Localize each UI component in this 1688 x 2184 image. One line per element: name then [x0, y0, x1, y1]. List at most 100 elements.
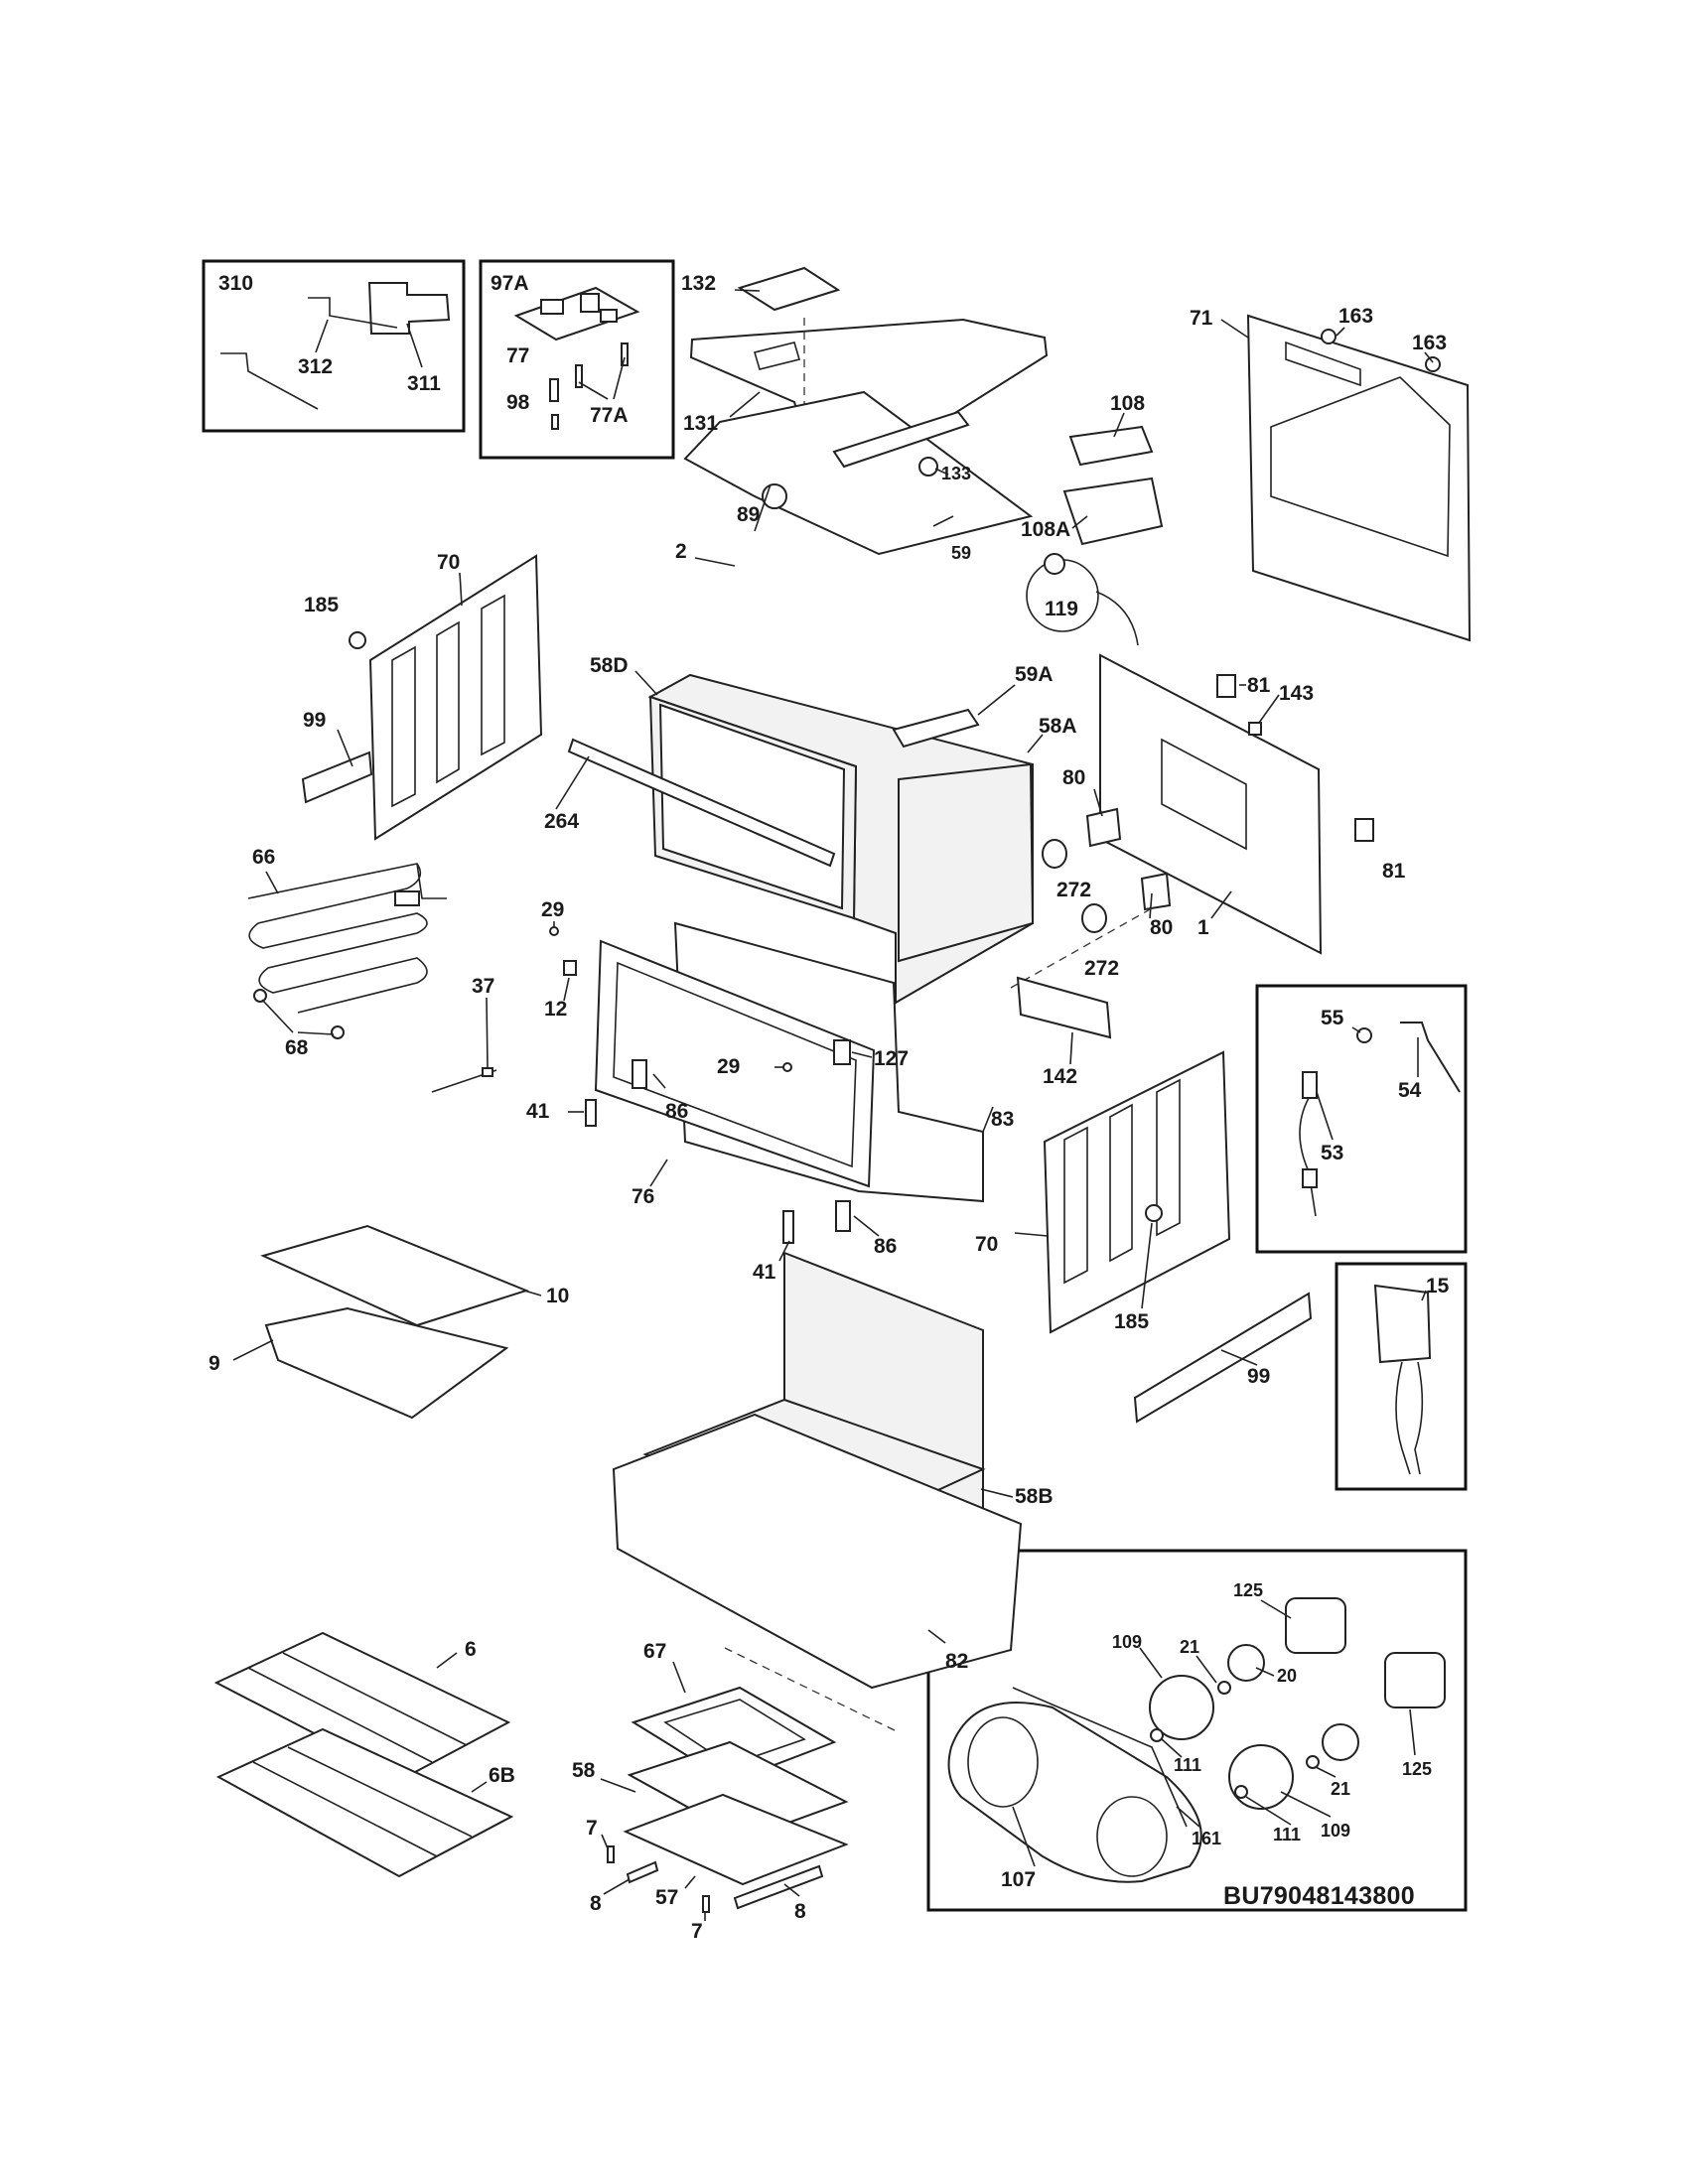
fan-housing-107 — [947, 1702, 1202, 1883]
callout-70-left: 70 — [437, 551, 460, 574]
bracket-81-a — [1216, 674, 1236, 698]
leader-86-b — [853, 1215, 880, 1237]
nut-21-b — [1306, 1755, 1320, 1769]
callout-2: 2 — [675, 540, 687, 563]
control-board-97A — [513, 286, 640, 341]
leader-99-left — [337, 729, 353, 767]
callout-119: 119 — [1045, 598, 1078, 620]
screw-7-a — [607, 1845, 615, 1863]
callout-29-b: 29 — [717, 1055, 740, 1078]
callout-59A: 59A — [1015, 663, 1054, 686]
callout-77A: 77A — [590, 404, 629, 427]
bracket-86-b — [835, 1200, 851, 1232]
screw-7-b — [702, 1895, 710, 1913]
leader-312-a — [315, 319, 329, 353]
callout-6B: 6B — [489, 1764, 515, 1787]
bracket-86-a — [632, 1059, 647, 1089]
leader-8-b — [783, 1883, 800, 1897]
callout-108: 108 — [1110, 392, 1145, 415]
leader-12 — [563, 977, 570, 1002]
arrow-119 — [1095, 591, 1139, 646]
leader-99-right — [1220, 1349, 1258, 1366]
callout-59: 59 — [951, 543, 971, 563]
inset-box-97A — [479, 259, 675, 460]
callout-89: 89 — [737, 503, 760, 526]
callout-80-a: 80 — [1062, 766, 1085, 789]
leader-82 — [927, 1629, 946, 1644]
leader-59A — [977, 684, 1016, 716]
clip-143 — [1248, 722, 1262, 736]
leader-57 — [684, 1875, 696, 1889]
leader-37 — [486, 997, 489, 1068]
light-127 — [833, 1039, 851, 1065]
leader-163-a — [1336, 327, 1345, 337]
callout-127: 127 — [874, 1047, 909, 1070]
leader-9 — [232, 1339, 274, 1361]
callout-98: 98 — [506, 391, 530, 414]
receptacle-54 — [1400, 1022, 1461, 1093]
leader-127 — [851, 1051, 873, 1058]
side-panel-70-right — [1043, 1050, 1231, 1334]
callout-311: 311 — [407, 372, 441, 395]
callout-99-right: 99 — [1247, 1365, 1270, 1388]
callout-86-a: 86 — [665, 1100, 688, 1123]
callout-66: 66 — [252, 846, 275, 869]
rail-142 — [1016, 976, 1112, 1039]
standoff-77 — [549, 378, 559, 402]
leader-76 — [649, 1159, 668, 1187]
inset-box-15 — [1335, 1262, 1468, 1491]
callout-20: 20 — [1277, 1666, 1297, 1686]
leader-77A-a — [578, 381, 609, 400]
callout-71: 71 — [1190, 307, 1213, 330]
back-wall-1 — [1099, 653, 1323, 955]
sensor-37 — [431, 1067, 497, 1093]
bracket-108A — [1062, 477, 1164, 546]
broiler-pan-9 — [264, 1306, 509, 1420]
callout-7-b: 7 — [691, 1920, 703, 1943]
callout-77: 77 — [506, 344, 529, 367]
leader-143 — [1258, 694, 1280, 724]
callout-55: 55 — [1321, 1007, 1344, 1029]
gasket-161 — [1012, 1687, 1188, 1828]
leader-80-b — [1149, 892, 1153, 919]
leader-15 — [1421, 1290, 1427, 1301]
callout-29-a: 29 — [541, 898, 564, 921]
thermal-switch-119 — [1026, 553, 1099, 632]
leader-185-right — [1141, 1222, 1153, 1309]
callout-111-b: 111 — [1273, 1825, 1301, 1844]
leader-68-a — [261, 999, 294, 1033]
trim-264 — [567, 738, 836, 868]
callout-163-b: 163 — [1412, 332, 1447, 354]
callout-109-b: 109 — [1321, 1821, 1350, 1841]
screw-98 — [551, 414, 559, 430]
leader-58A — [1027, 734, 1044, 753]
motor-125-b — [1384, 1652, 1446, 1708]
leader-41-b — [778, 1240, 790, 1262]
callout-67: 67 — [643, 1640, 666, 1663]
callout-6: 6 — [465, 1638, 477, 1661]
leader-125-b — [1409, 1708, 1416, 1756]
callout-86-b: 86 — [874, 1235, 897, 1258]
leader-58D — [634, 670, 658, 696]
side-panel-70-left — [368, 554, 543, 841]
callout-310: 310 — [218, 272, 253, 295]
bracket-80-a — [1085, 807, 1122, 848]
callout-54: 54 — [1398, 1079, 1422, 1102]
transformer-15 — [1373, 1284, 1432, 1475]
part-12 — [563, 960, 577, 976]
channel-133 — [832, 410, 970, 469]
screw-29-a — [549, 926, 559, 936]
leader-108A — [1071, 515, 1088, 529]
leader-2 — [694, 557, 736, 567]
callout-15: 15 — [1426, 1275, 1450, 1297]
leader-108 — [1113, 412, 1125, 438]
strip-8-a — [626, 1860, 659, 1884]
leader-70-right — [1014, 1232, 1049, 1237]
hinge-41-b — [782, 1210, 794, 1244]
callout-185-right: 185 — [1114, 1310, 1149, 1333]
callout-143: 143 — [1279, 682, 1314, 705]
vent-59A — [892, 708, 980, 749]
callout-312: 312 — [298, 355, 333, 378]
callout-9: 9 — [209, 1352, 220, 1375]
